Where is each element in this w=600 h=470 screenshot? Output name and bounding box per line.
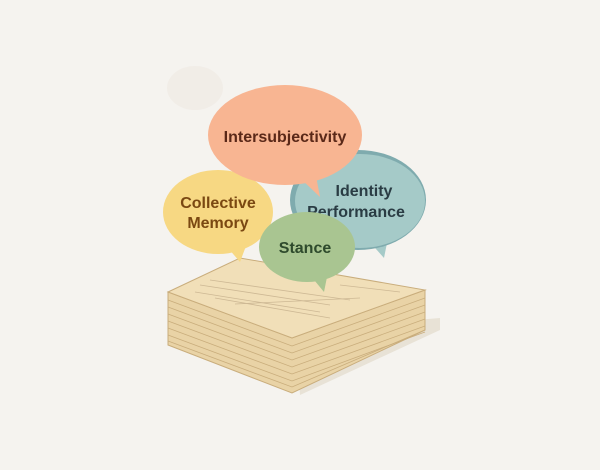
bubble-label: Intersubjectivity [224, 129, 347, 146]
paper-stack [166, 257, 440, 395]
background-smudge [167, 66, 223, 110]
bubble-label: Performance [307, 204, 405, 221]
bubble-label: Memory [187, 215, 248, 232]
bubble-stance: Stance [259, 212, 355, 292]
bubble-intersubjectivity: Intersubjectivity [208, 85, 362, 197]
bubble-label: Identity [336, 183, 393, 200]
bubble-label: Collective [180, 195, 256, 212]
bubble-label: Stance [279, 240, 332, 257]
bubble-collective-memory: Collective Memory [163, 170, 273, 262]
